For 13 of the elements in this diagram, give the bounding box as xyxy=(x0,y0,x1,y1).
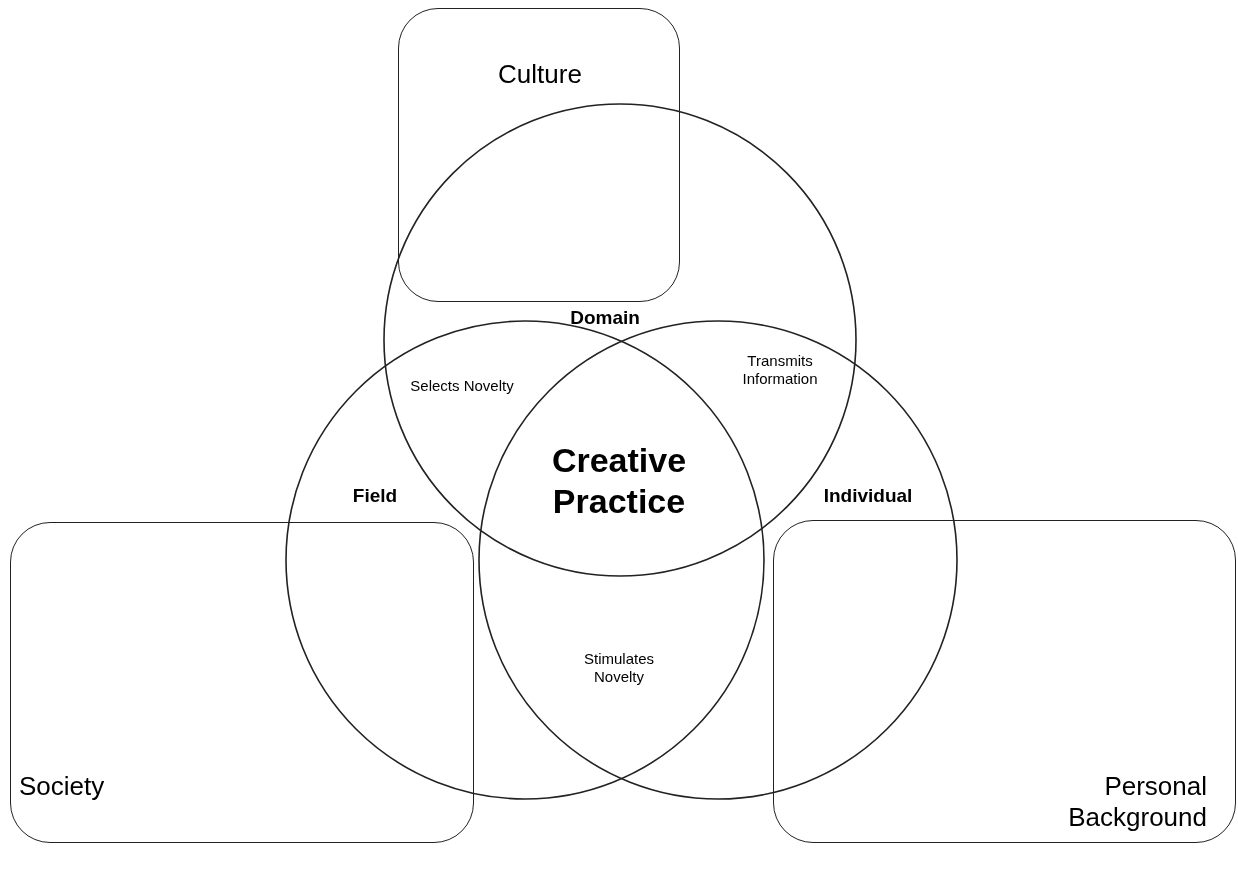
circle-label: Domain xyxy=(569,307,641,330)
circle-label: Field xyxy=(351,485,399,508)
circle-label: Individual xyxy=(822,485,914,508)
box-label: Society xyxy=(19,771,106,803)
box-label: Personal Background xyxy=(1067,771,1207,834)
rounded-box xyxy=(10,522,474,843)
region-label: Transmits Information xyxy=(741,352,819,388)
region-label: Creative Practice xyxy=(550,440,688,522)
box-label: Culture xyxy=(497,59,583,91)
region-label: Stimulates Novelty xyxy=(583,650,655,686)
rounded-box xyxy=(398,8,680,302)
region-label: Selects Novelty xyxy=(409,377,515,395)
rounded-box xyxy=(773,520,1236,843)
